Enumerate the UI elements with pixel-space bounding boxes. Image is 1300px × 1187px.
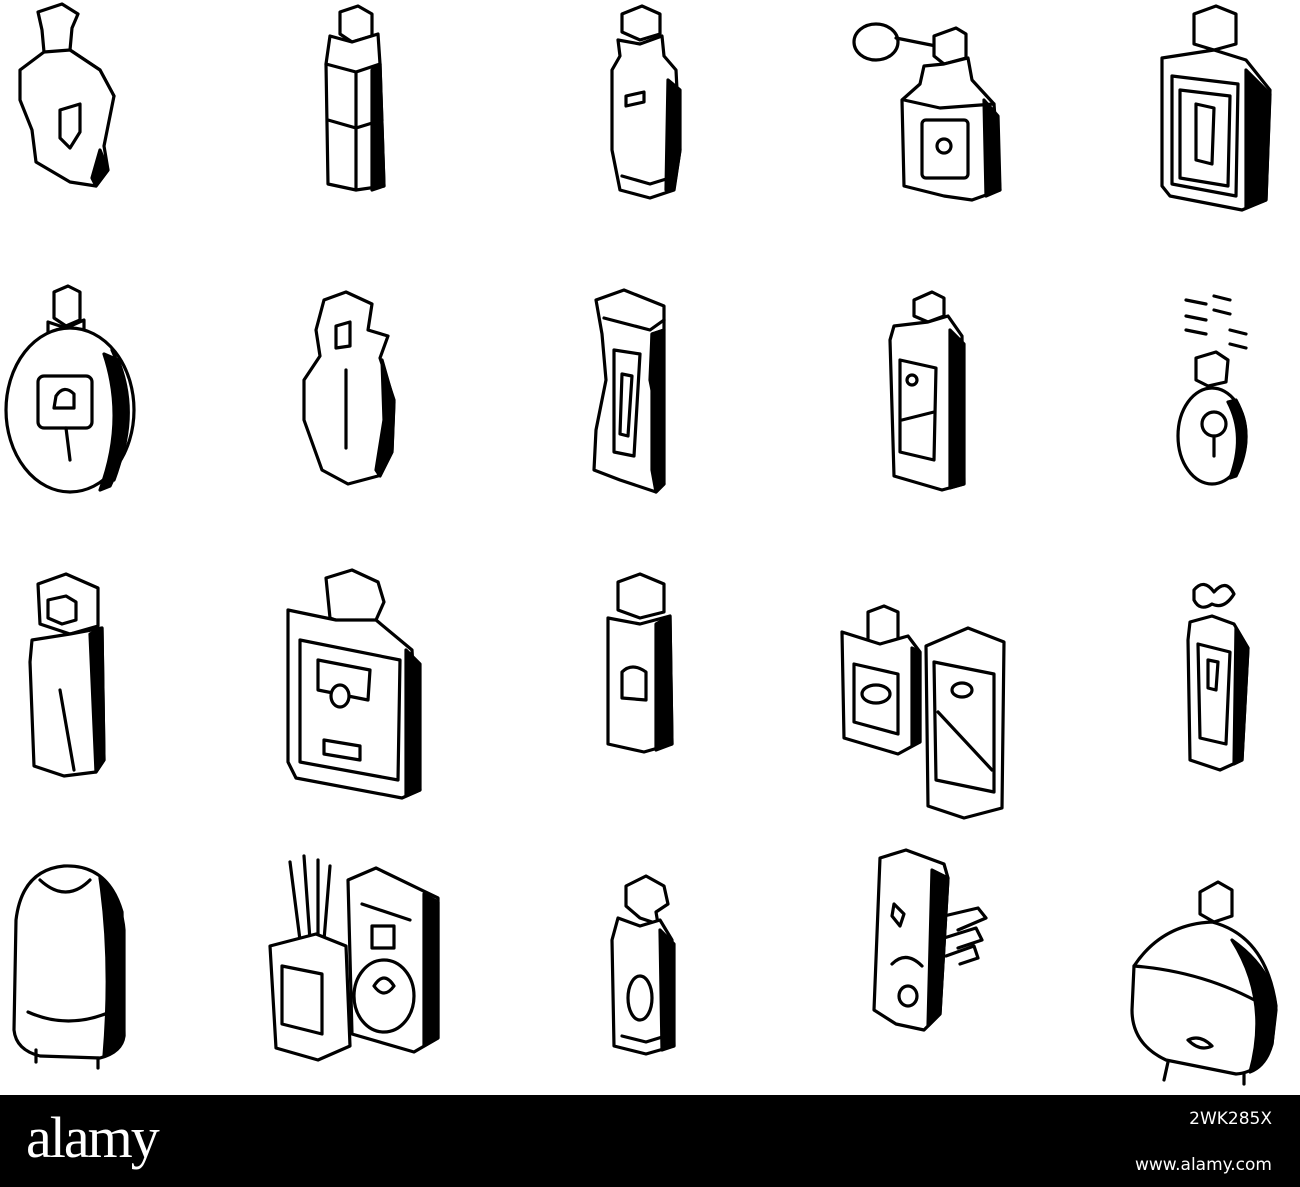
tall-cologne-bottle-icon — [610, 4, 682, 200]
tube-bottle-icon — [606, 572, 674, 754]
hourglass-bottle-icon — [592, 288, 666, 494]
cream-tube-icon — [872, 848, 988, 1032]
alamy-logo[interactable]: alamy — [26, 1105, 160, 1170]
lotion-bottle-icon — [888, 290, 966, 492]
aroma-humidifier-icon — [12, 864, 126, 1070]
icons-svg — [4, 2, 1278, 1086]
flat-wide-perfume-bottle-icon — [286, 568, 422, 800]
curved-perfume-bottle-icon — [302, 290, 396, 486]
perfume-gift-box-icon — [840, 604, 1006, 820]
atomizer-bulb-bottle-icon — [852, 22, 1002, 202]
trigger-spray-bottle-icon — [610, 874, 676, 1056]
oil-diffuser-icon — [1130, 880, 1278, 1086]
round-perfume-bottle-icon — [4, 284, 136, 494]
reed-diffuser-set-icon — [268, 854, 440, 1062]
slim-spray-bottle-icon — [324, 4, 386, 192]
image-id-label: 2WK285X — [1189, 1109, 1272, 1129]
reed-round-bottle-icon — [1176, 294, 1248, 486]
square-perfume-bottle-icon — [1160, 4, 1272, 212]
perfume-bottle-shield-icon — [18, 2, 116, 188]
logo-text: alamy — [26, 1105, 160, 1170]
icon-set-canvas — [4, 2, 1278, 1086]
capped-spray-bottle-icon — [28, 572, 106, 778]
flower-topped-bottle-icon — [1186, 582, 1250, 772]
website-url[interactable]: www.alamy.com — [1134, 1155, 1272, 1175]
watermark-bar: alamy 2WK285X www.alamy.com — [0, 1095, 1300, 1187]
